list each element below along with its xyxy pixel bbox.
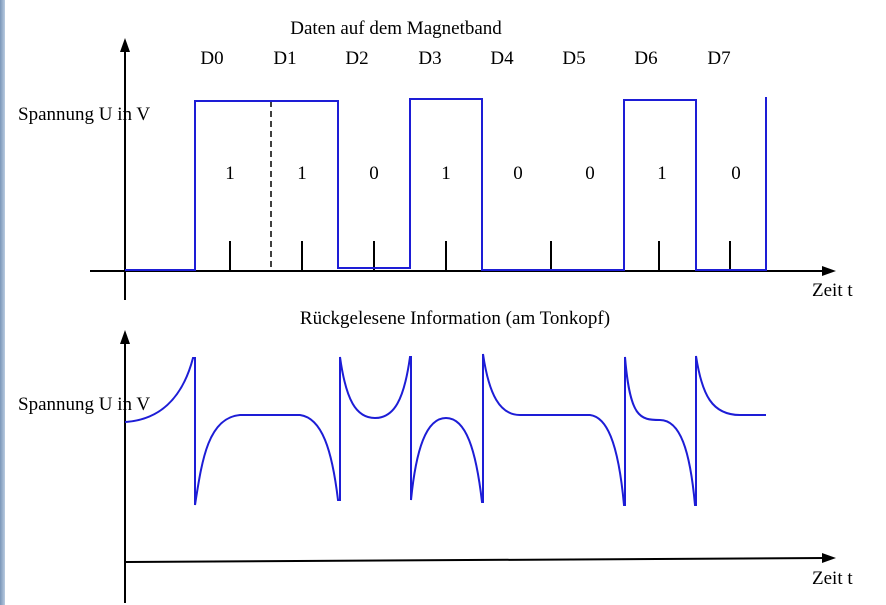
recorded-square-signal [125, 97, 767, 271]
bit-value-3: 1 [441, 163, 451, 184]
cell-label-d0: D0 [200, 48, 223, 69]
bit-value-0: 1 [225, 163, 235, 184]
bit-value-7: 0 [731, 163, 741, 184]
bit-values: 1 1 0 1 0 0 1 0 [225, 163, 741, 184]
top-x-axis-arrow [822, 266, 836, 276]
cell-labels: D0 D1 D2 D3 D4 D5 D6 D7 [200, 48, 730, 69]
cell-label-d6: D6 [634, 48, 657, 69]
cell-label-d7: D7 [707, 48, 730, 69]
readback-pulse-signal [124, 353, 766, 506]
bit-value-1: 1 [297, 163, 307, 184]
bottom-y-axis-arrow [120, 330, 130, 344]
bottom-panel-title: Rückgelesene Information (am Tonkopf) [300, 308, 610, 329]
top-x-axis-label: Zeit t [812, 280, 853, 301]
bit-value-2: 0 [369, 163, 379, 184]
top-y-axis-arrow [120, 38, 130, 52]
cell-label-d2: D2 [345, 48, 368, 69]
bottom-x-axis-arrow [822, 553, 836, 563]
bit-value-4: 0 [513, 163, 523, 184]
bit-ticks [229, 241, 731, 271]
cell-label-d4: D4 [490, 48, 514, 69]
top-panel-title: Daten auf dem Magnetband [290, 18, 502, 39]
bottom-x-axis [124, 557, 827, 563]
cell-label-d1: D1 [273, 48, 296, 69]
cell-label-d3: D3 [418, 48, 441, 69]
bottom-y-axis-label: Spannung U in V [18, 394, 150, 415]
bit-value-5: 0 [585, 163, 595, 184]
top-axes [90, 38, 836, 300]
cell-label-d5: D5 [562, 48, 585, 69]
bit-value-6: 1 [657, 163, 667, 184]
bottom-x-axis-label: Zeit t [812, 568, 853, 589]
window-frame-edge [0, 0, 5, 605]
bottom-axes [120, 330, 836, 603]
top-y-axis-label: Spannung U in V [18, 104, 150, 125]
